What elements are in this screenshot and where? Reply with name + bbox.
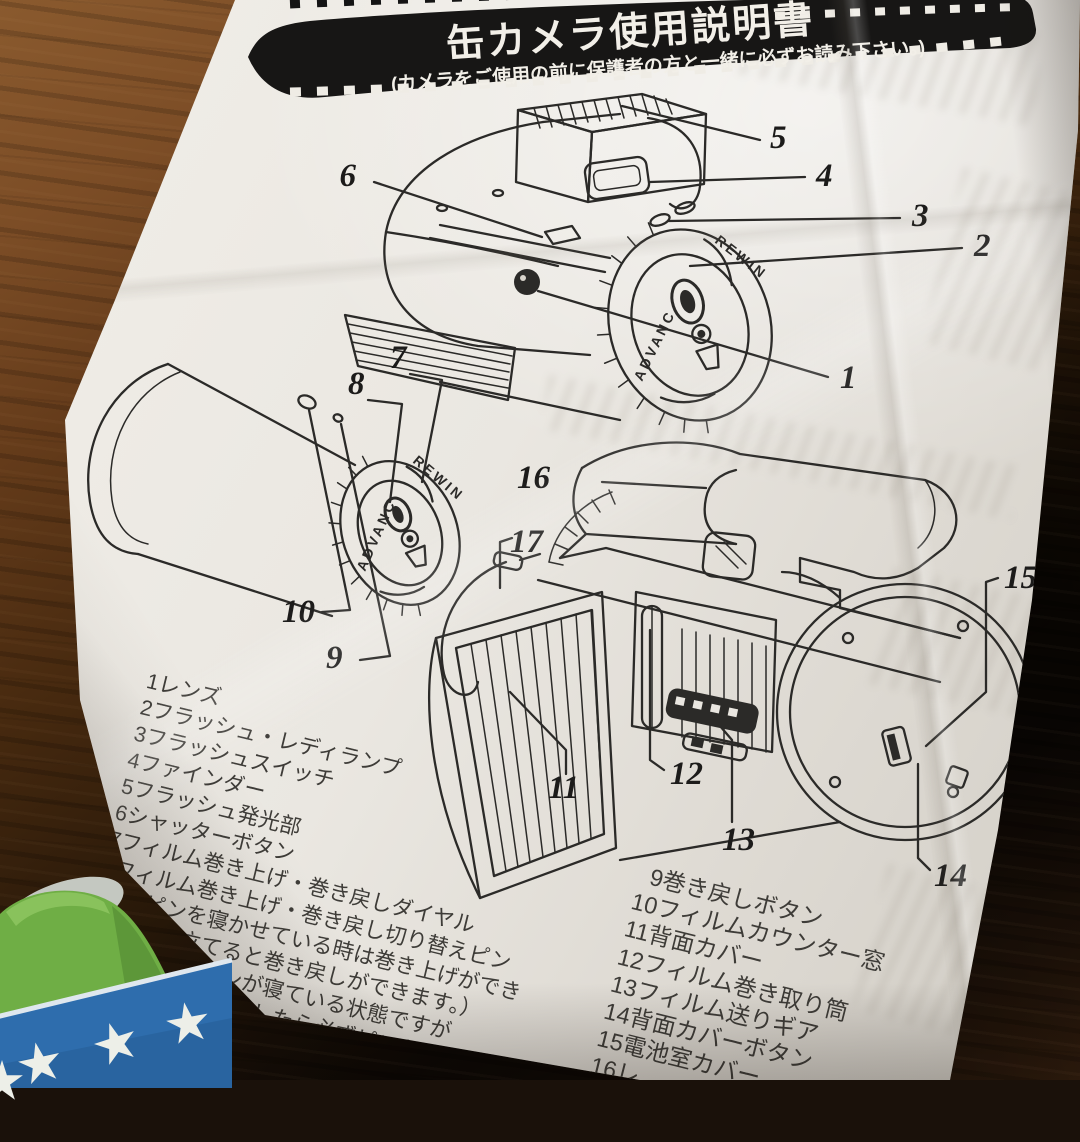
dial-rewind-label: REWIN [712, 232, 770, 283]
callout-number-2: 2 [973, 228, 991, 264]
callout-lines-back [498, 480, 1000, 872]
callout-number-17: 17 [510, 524, 545, 560]
callout-number-9: 9 [326, 640, 343, 676]
callout-number-15: 15 [1004, 560, 1037, 596]
back-end-cap [775, 570, 1035, 842]
callout-number-5: 5 [770, 120, 787, 156]
callout-number-8: 8 [348, 366, 365, 402]
lens [514, 269, 540, 295]
flash-housing [558, 441, 958, 581]
callout-number-14: 14 [934, 858, 967, 894]
callout-number-6: 6 [340, 158, 357, 194]
film-sprocket-gear [665, 688, 759, 762]
callout-number-10: 10 [282, 594, 315, 630]
photo-of-instruction-sheet: { "banner": { "title": "缶カメラ使用説明書", "sub… [0, 0, 1080, 1100]
parts-list-right: 9巻き戻しボタン 10フィルムカウンター窓 11背面カバー 12フィルム巻き取り… [587, 860, 894, 1080]
callout-number-4: 4 [815, 158, 833, 194]
callout-number-13: 13 [722, 822, 755, 858]
flash-unit [514, 92, 708, 210]
can-body-side [87, 362, 357, 618]
can-body-highlight [6, 892, 110, 926]
star-icon [166, 1002, 208, 1044]
star-icon [18, 1042, 60, 1085]
shutter-button [543, 224, 582, 246]
callout-number-16: 16 [517, 460, 551, 496]
star-icon [94, 1023, 134, 1065]
callout-number-7: 7 [390, 340, 408, 376]
callout-number-12: 12 [670, 756, 703, 792]
green-can-camera-product [0, 876, 233, 1100]
callout-number-1: 1 [840, 360, 857, 396]
viewfinder-window [583, 155, 651, 201]
callout-number-3: 3 [911, 198, 929, 234]
